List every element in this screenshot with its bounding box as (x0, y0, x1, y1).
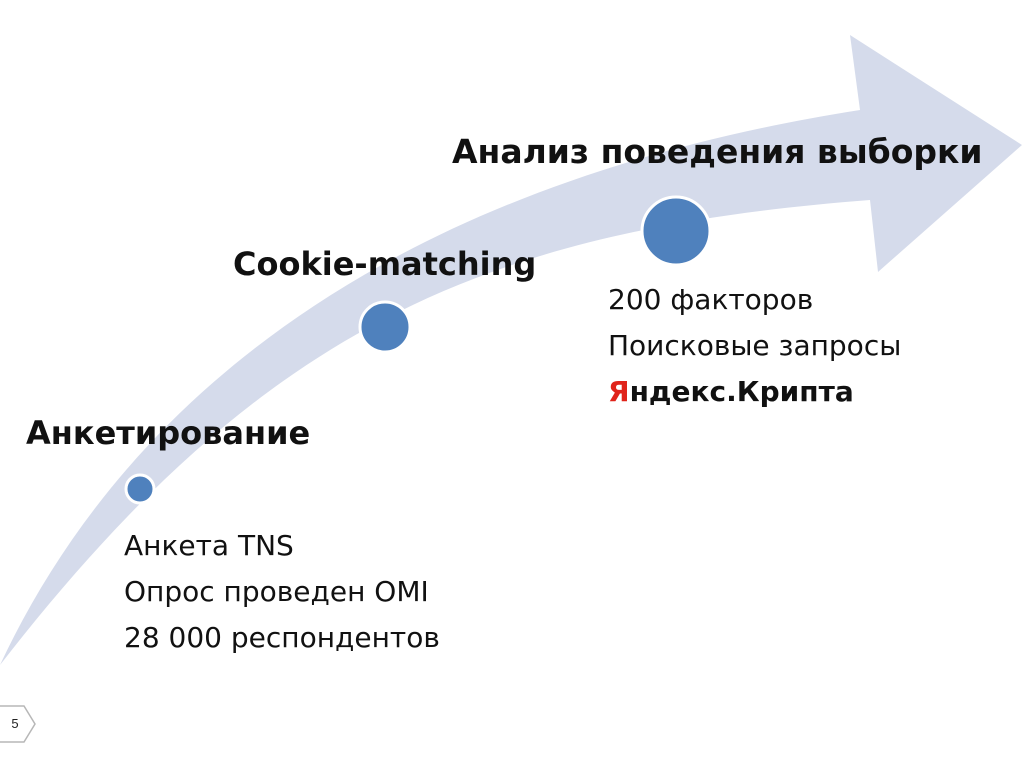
stage1-marker (124, 473, 156, 505)
stage3-title: Анализ поведения выборки (452, 132, 983, 171)
brand-rest: ндекс.Крипта (629, 375, 854, 408)
stage3-details: 200 факторов Поисковые запросы Яндекс.Кр… (608, 277, 901, 415)
stage2-marker (358, 300, 412, 354)
page-number: 5 (11, 716, 19, 731)
arrow-shape (0, 35, 1022, 665)
stage3-marker (640, 195, 712, 267)
page-number-badge (0, 705, 36, 743)
stage2-title: Cookie-matching (233, 245, 537, 283)
brand-initial: Я (608, 375, 630, 408)
stage1-detail-line: Анкета TNS (124, 529, 294, 562)
brand-name: Яндекс.Крипта (608, 369, 901, 415)
stage1-detail-line: Опрос проведен OMI (124, 575, 429, 608)
stage1-title: Анкетирование (26, 414, 311, 452)
stage3-detail-line: 200 факторов (608, 283, 814, 316)
stage1-details: Анкета TNS Опрос проведен OMI 28 000 рес… (124, 523, 440, 661)
stage3-detail-line: Поисковые запросы (608, 329, 902, 362)
stage1-detail-line: 28 000 респондентов (124, 621, 440, 654)
